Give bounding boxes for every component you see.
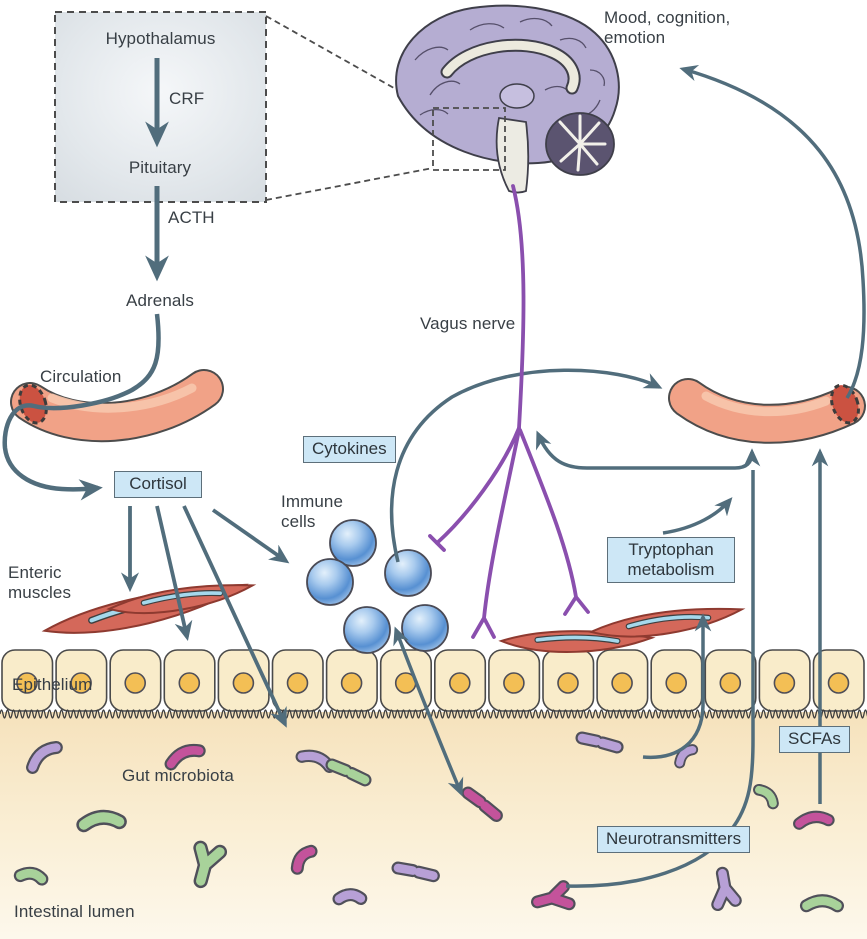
intestinal-lumen-label: Intestinal lumen <box>14 902 135 921</box>
epithelium-label: Epithelium <box>12 675 93 694</box>
cerebellum <box>545 112 615 176</box>
immune-cells-label: Immune cells <box>281 492 344 532</box>
circulation-to-mood-arrow <box>679 64 866 399</box>
immune-cell <box>401 604 449 652</box>
bacterium-purple <box>391 861 440 883</box>
mood-cognition-emotion-label: Mood, cognition, emotion <box>604 8 731 48</box>
enteric-muscles-left <box>41 583 257 634</box>
cell-nucleus <box>773 672 796 694</box>
bacterium-green <box>193 840 228 889</box>
scfas-box: SCFAs <box>779 726 850 753</box>
cell-nucleus <box>611 672 633 694</box>
immune-cell <box>329 519 377 567</box>
bacterium-green <box>753 783 779 810</box>
hypothalamus-label: Hypothalamus <box>105 29 216 48</box>
immune-cell <box>306 558 354 606</box>
vagus-branch-left <box>435 426 521 545</box>
bacterium-purple <box>711 866 742 912</box>
cell-nucleus <box>124 672 146 694</box>
cell-nucleus <box>448 672 471 694</box>
adrenals-to-cortisol-arrow <box>2 313 161 501</box>
neurotransmitters-box: Neurotransmitters <box>597 826 751 853</box>
thalamus <box>499 83 535 109</box>
cortisol-to-immune-cells-arrow <box>211 508 290 564</box>
bacterium-green <box>325 758 372 787</box>
epithelium-cells <box>1 649 865 712</box>
tryptophan-join-arrow <box>662 497 733 535</box>
cell-nucleus <box>232 672 255 694</box>
bacterium-purple <box>332 888 368 906</box>
gut-microbiota-label: Gut microbiota <box>122 766 234 785</box>
bacterium-purple <box>26 741 63 774</box>
bacterium-magenta <box>793 810 835 830</box>
brain-zoom-dashed-box <box>432 107 506 171</box>
bacterium-magenta <box>290 844 318 875</box>
cell-nucleus <box>70 672 92 694</box>
cortisol-box: Cortisol <box>114 471 202 498</box>
cell-nucleus <box>178 672 201 694</box>
cell-nucleus <box>665 672 688 694</box>
vessel-open-end <box>829 383 861 425</box>
microbiota-to-tryptophan-arrow <box>642 613 712 760</box>
cytokines-box: Cytokines <box>303 436 396 463</box>
cell-nucleus <box>340 672 363 694</box>
bacterium-green <box>76 809 127 833</box>
cortisol-to-microbiota-arrow <box>182 505 287 728</box>
cell-nucleus <box>719 672 742 694</box>
adrenals-label: Adrenals <box>126 291 194 310</box>
corpus-callosum <box>442 40 579 93</box>
immune-cell <box>343 606 391 654</box>
acth-label: ACTH <box>168 208 215 227</box>
circulation-label: Circulation <box>40 367 122 386</box>
cell-nucleus <box>16 672 38 694</box>
brain-illustration <box>395 4 620 194</box>
cytokines-to-circulation-arrow <box>389 368 663 563</box>
vagus-branch-middle <box>471 428 521 639</box>
immune-cell <box>384 549 432 597</box>
bacterium-magenta <box>164 743 206 771</box>
gut-bacteria <box>13 731 844 913</box>
cell-nucleus <box>827 672 850 694</box>
brainstem <box>495 116 530 194</box>
vagus-branch-right <box>518 428 590 616</box>
vagus-terminal-bar <box>428 534 446 552</box>
pituitary-label: Pituitary <box>128 158 192 177</box>
bacterium-magenta <box>531 880 576 911</box>
cell-nucleus <box>286 672 309 694</box>
vagus-nerve-label: Vagus nerve <box>420 314 516 333</box>
enteric-muscles-right <box>498 607 746 653</box>
tryptophan-metabolism-box: Tryptophan metabolism <box>607 537 735 584</box>
left-blood-vessel <box>10 369 224 443</box>
crf-label: CRF <box>169 89 205 108</box>
bacterium-purple <box>575 731 624 754</box>
cell-nucleus <box>503 672 525 694</box>
hpa-dashed-box <box>54 11 267 203</box>
cell-nucleus <box>557 672 579 694</box>
vagus-trunk <box>511 184 526 430</box>
zoom-connector-lines <box>265 15 434 201</box>
bacterium-magenta <box>461 786 503 822</box>
bacterium-green <box>799 894 844 913</box>
neurotransmitters-to-vagus-and-vessel-arrow <box>536 430 761 470</box>
cortisol-to-epithelium-arrow <box>155 505 193 642</box>
immune-cells-cluster <box>306 519 449 654</box>
enteric-muscles-label: Enteric muscles <box>8 563 72 603</box>
immune-microbiota-double-arrow <box>393 626 464 797</box>
right-blood-vessel <box>668 378 866 444</box>
bacterium-green <box>13 866 49 886</box>
vagus-nerve-path <box>428 184 590 639</box>
bacterium-purple <box>674 744 699 769</box>
